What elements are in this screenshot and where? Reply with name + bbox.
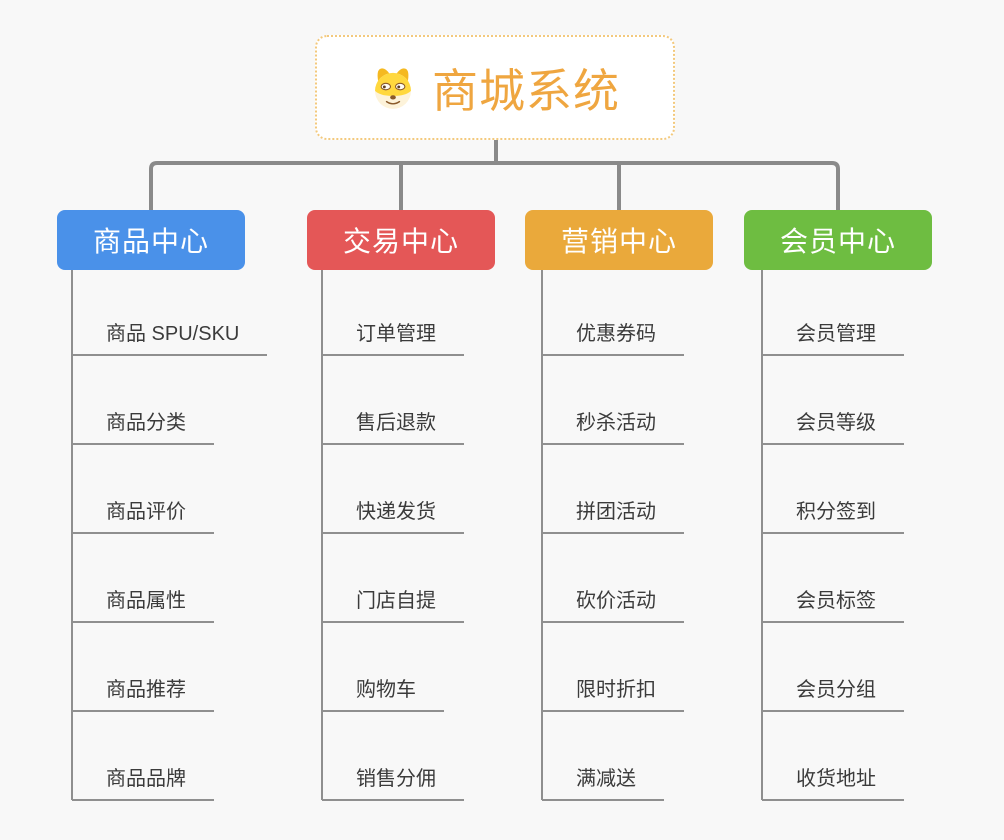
branch-node-marketing[interactable]: 营销中心 — [525, 210, 713, 270]
subtopic-node[interactable]: 会员等级 — [762, 409, 904, 445]
subtopic-node[interactable]: 购物车 — [322, 676, 444, 712]
subtopic-node[interactable]: 商品评价 — [72, 498, 214, 534]
subtopic-node[interactable]: 限时折扣 — [542, 676, 684, 712]
subtopic-node[interactable]: 收货地址 — [762, 765, 904, 801]
subtopic-node[interactable]: 会员管理 — [762, 320, 904, 356]
subtopic-node[interactable]: 商品品牌 — [72, 765, 214, 801]
subtopic-node[interactable]: 商品 SPU/SKU — [72, 320, 268, 356]
branch-node-trade[interactable]: 交易中心 — [307, 210, 495, 270]
subtopic-node[interactable]: 商品推荐 — [72, 676, 214, 712]
subtopic-node[interactable]: 满减送 — [542, 765, 664, 801]
root-title: 商城系统 — [432, 64, 620, 117]
subtopic-node[interactable]: 秒杀活动 — [542, 409, 684, 445]
subtopic-node[interactable]: 会员标签 — [762, 587, 904, 623]
subtopic-node[interactable]: 商品属性 — [72, 587, 214, 623]
branch-node-member[interactable]: 会员中心 — [744, 210, 932, 270]
subtopic-node[interactable]: 拼团活动 — [542, 498, 684, 534]
doge-icon — [375, 67, 411, 109]
subtopic-node[interactable]: 砍价活动 — [542, 587, 684, 623]
subtopic-node[interactable]: 快递发货 — [322, 498, 464, 534]
branch-node-product[interactable]: 商品中心 — [57, 210, 245, 270]
subtopic-node[interactable]: 销售分佣 — [322, 765, 464, 801]
subtopic-node[interactable]: 订单管理 — [322, 320, 464, 356]
subtopic-node[interactable]: 积分签到 — [762, 498, 904, 534]
subtopic-node[interactable]: 会员分组 — [762, 676, 904, 712]
subtopic-node[interactable]: 商品分类 — [72, 409, 214, 445]
subtopic-node[interactable]: 售后退款 — [322, 409, 464, 445]
subtopic-node[interactable]: 门店自提 — [322, 587, 464, 623]
subtopic-node[interactable]: 优惠券码 — [542, 320, 684, 356]
root-node[interactable]: 商城系统 — [315, 35, 675, 140]
